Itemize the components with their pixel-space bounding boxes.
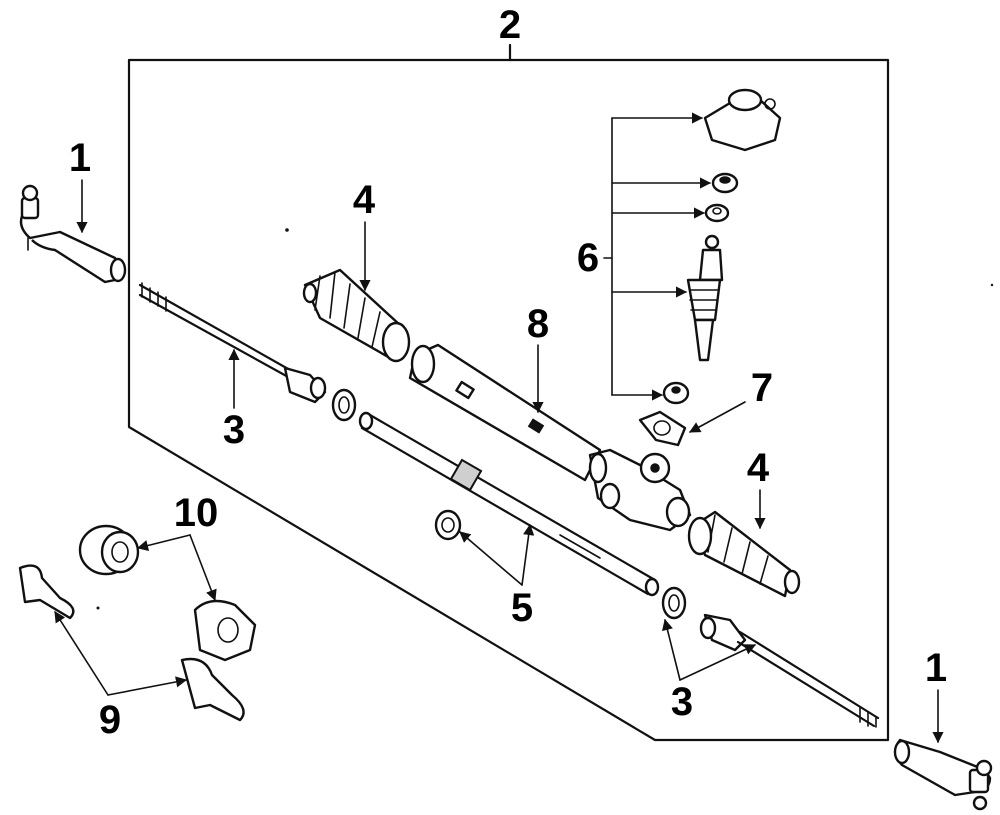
seal-rings bbox=[331, 388, 687, 620]
pinion-bearing bbox=[662, 381, 690, 405]
tie-rod-end-left bbox=[19, 184, 127, 284]
rack-housing bbox=[408, 343, 692, 532]
callout-3-left: 3 bbox=[222, 408, 246, 452]
inner-tie-rod-right bbox=[699, 613, 880, 728]
rack-bar bbox=[358, 411, 660, 597]
rack-boot-upper bbox=[302, 268, 411, 363]
pinion-shaft bbox=[686, 234, 724, 362]
pinion-cover bbox=[703, 88, 782, 152]
mount-bushing-round bbox=[78, 524, 140, 576]
callout-5: 5 bbox=[510, 586, 534, 630]
pinion-nut bbox=[711, 172, 739, 194]
callout-6: 6 bbox=[576, 236, 600, 280]
inner-tie-rod-left bbox=[138, 282, 327, 404]
callout-8: 8 bbox=[526, 302, 550, 346]
rack-boot-lower bbox=[687, 510, 801, 598]
pinion-washer bbox=[704, 203, 730, 223]
tie-rod-end-right bbox=[893, 738, 993, 811]
gasket bbox=[638, 410, 687, 447]
callout-3-right: 3 bbox=[670, 680, 694, 724]
scan-specks bbox=[96, 228, 994, 610]
callout-4-top: 4 bbox=[352, 178, 376, 222]
callout-4-right: 4 bbox=[746, 446, 770, 490]
assembly-frame bbox=[127, 43, 890, 742]
leader-lines bbox=[54, 112, 944, 744]
mount-bracket-lower bbox=[180, 657, 245, 722]
callout-9: 9 bbox=[98, 698, 122, 742]
callout-1-right: 1 bbox=[924, 646, 948, 690]
callout-10: 10 bbox=[173, 491, 219, 535]
callout-1-left: 1 bbox=[68, 136, 92, 180]
callout-2: 2 bbox=[498, 3, 522, 47]
mount-bracket-upper bbox=[18, 564, 75, 620]
mount-bushing-split bbox=[193, 599, 257, 662]
rack-bushing bbox=[434, 509, 462, 541]
callout-7: 7 bbox=[750, 366, 774, 410]
